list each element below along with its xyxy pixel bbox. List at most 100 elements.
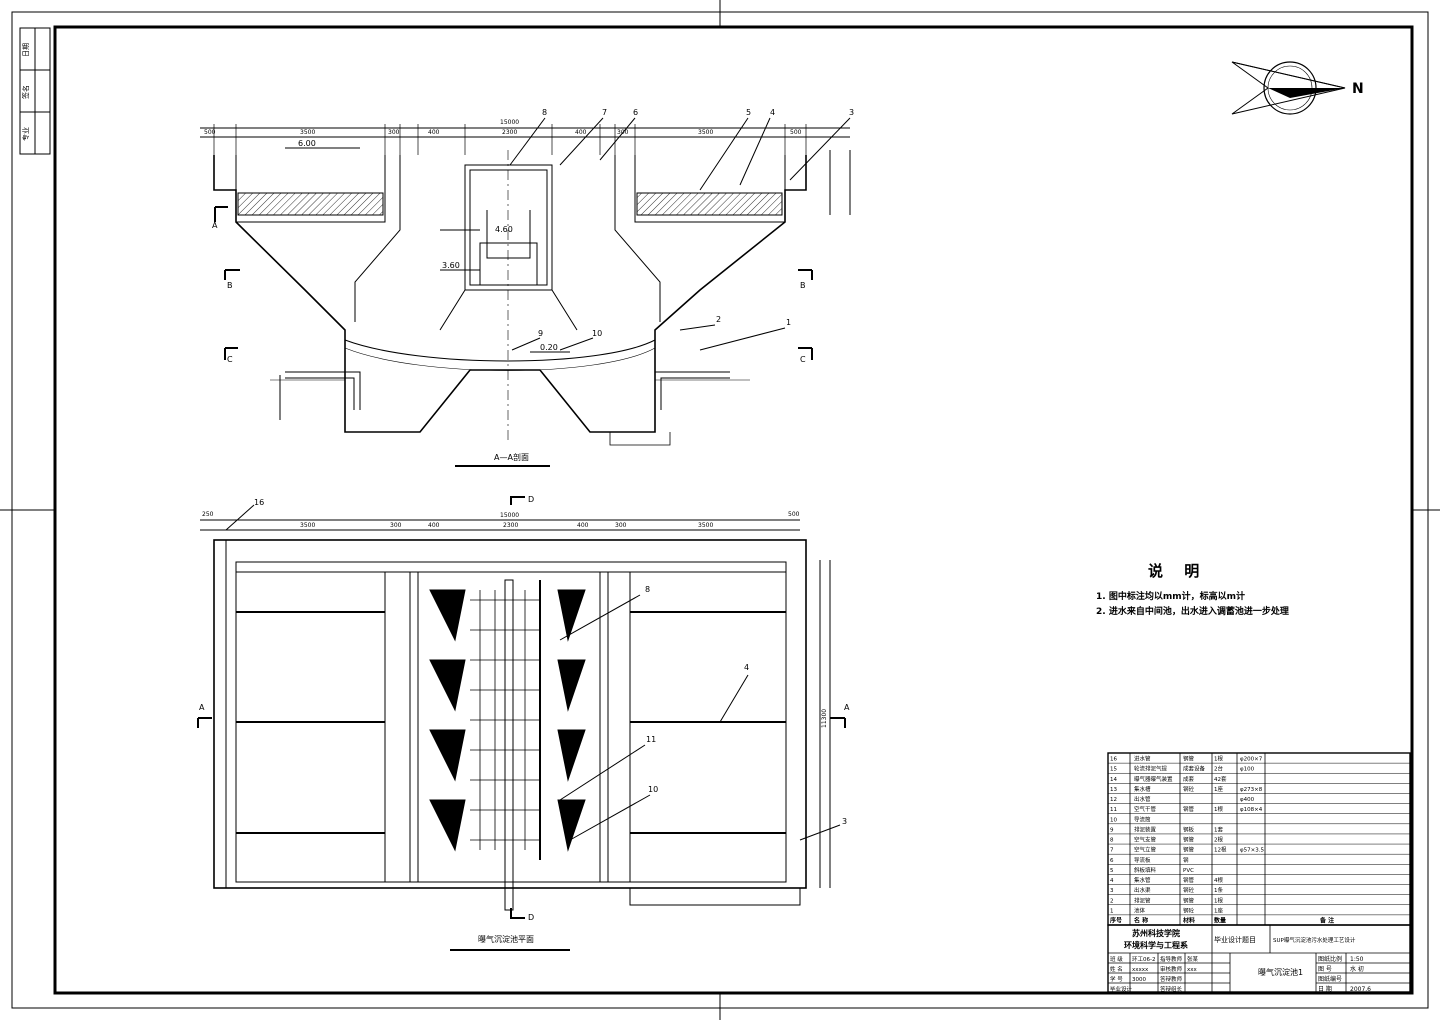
dim-text: 3500 [300,522,315,529]
title-block-cell: 学 号 [1110,975,1123,983]
drawing-name: 曝气沉淀池1 [1258,967,1303,977]
table-cell: 7 [1110,848,1114,854]
cut-label-b-right: B [800,281,806,290]
plan-title: 曝气沉淀池平面 [478,934,534,944]
dim-text: 500 [790,129,802,136]
title-block-cell: 水 初 [1350,965,1364,973]
table-cell: 12根 [1214,846,1227,854]
dim-text: 2300 [503,522,518,529]
table-cell: 1根 [1214,755,1223,763]
dim-text: 11300 [821,709,828,728]
elevation-label: 3.60 [442,261,460,270]
title-block-cell: 答辩教师 [1160,975,1183,983]
dim-text: 400 [428,129,440,136]
table-cell: 导流筒 [1134,815,1151,823]
table-cell: 钢砼 [1183,785,1195,793]
table-cell: 斜板填料 [1134,866,1157,874]
revision-strip: 日期 签名 专业 [19,27,51,155]
callout-number: 16 [254,498,264,507]
table-cell: 排泥管 [1134,896,1151,904]
dim-text: 2300 [502,129,517,136]
cut-label-a-right: A [844,703,850,712]
table-cell: 10 [1110,817,1117,823]
table-cell: φ100 [1240,767,1255,773]
school-name: 苏州科技学院 [1132,928,1180,938]
table-cell: 曝气器曝气装置 [1134,775,1173,783]
notes-block: 说 明 1. 图中标注均以mm计，标高以m计 2. 进水来自中间池，出水进入调蓄… [1096,560,1396,619]
note-item: 1. 图中标注均以mm计，标高以m计 [1096,592,1245,602]
table-cell: 4根 [1214,876,1223,884]
title-block-cell: 图纸比例 [1318,955,1342,963]
plan-cut-labels: A A D D [199,495,850,922]
table-cell: 1座 [1214,785,1223,793]
table-cell: 钢管 [1183,836,1195,844]
callout-number: 6 [633,108,638,117]
callout-number: 4 [770,108,775,117]
plan-callouts: 3 4 8 10 11 16 [254,498,847,826]
title-block-cell: 3000 [1132,977,1146,983]
table-cell: 轮流排泥气提 [1134,765,1168,773]
title-block [1107,924,1411,993]
table-cell: 1根 [1214,805,1223,813]
dim-text: 300 [617,129,629,136]
table-cell: 8 [1110,838,1114,844]
table-cell: 空气立管 [1134,846,1157,854]
table-cell: 出水管 [1134,795,1151,803]
table-cell: 出水渠 [1134,886,1151,894]
dim-text: 3500 [698,129,713,136]
table-cell: 9 [1110,827,1114,833]
cut-label-d-bottom: D [528,913,534,922]
dim-text: 400 [575,129,587,136]
title-block-cell: xxxxx [1132,967,1149,973]
table-cell: 12 [1110,797,1117,803]
dim-text: 250 [202,511,214,518]
note-item: 2. 进水来自中间池，出水进入调蓄池进一步处理 [1096,607,1289,617]
table-cell: 42套 [1214,775,1227,783]
table-cell: 2 [1110,898,1114,904]
outer-border [11,11,1429,1009]
callout-number: 3 [849,108,854,117]
dim-text: 400 [577,522,589,529]
callout-number: 10 [648,785,658,794]
table-cell: 1根 [1214,896,1223,904]
dim-text: 300 [390,522,402,529]
cut-label-a: A [199,703,205,712]
table-cell: 钢管 [1183,755,1195,763]
title-block-texts: 苏州科技学院 环境科学与工程系 毕业设计题目 SUP曝气沉淀池污水处理工艺设计 … [1124,928,1356,977]
callout-number: 10 [592,329,602,338]
plan-dim-texts: 250 3500 300 400 15000 2300 400 300 3500… [202,511,828,728]
callout-number: 1 [786,318,791,327]
north-arrow: N [1231,61,1364,115]
callout-number: 4 [744,663,749,672]
strip-label-1: 日期 [22,43,30,57]
section-title: A—A剖面 [494,452,529,462]
department-name: 环境科学与工程系 [1124,940,1188,950]
table-cell: 3 [1110,888,1114,894]
cut-label-c: C [227,355,233,364]
table-cell: 2台 [1214,765,1223,773]
table-cell: 钢管 [1183,846,1195,854]
table-header-cell: 材料 [1182,917,1195,925]
table-cell: 池体 [1134,906,1146,914]
title-block-cell: 图 号 [1318,966,1332,973]
section-cut-labels: A B B C C [212,221,806,364]
callout-number: 7 [602,108,607,117]
dim-text: 300 [615,522,627,529]
table-cell: 5 [1110,868,1114,874]
title-block-cell: 日 期 [1318,985,1332,993]
table-cell: PVC [1183,868,1194,874]
table-cell: 钢管 [1183,805,1195,813]
title-block-cell: 图纸编号 [1318,975,1342,983]
table-cell: 6 [1110,858,1114,864]
title-block-cell: 姓 名 [1110,965,1123,973]
table-cell: 钢砼 [1183,906,1195,914]
table-cell: 11 [1110,807,1117,813]
table-cell: 14 [1110,777,1117,783]
title-block-cell: 答辩组长 [1160,985,1183,993]
table-cell: 1座 [1214,906,1223,914]
table-cell: 钢管 [1183,896,1195,904]
dim-text: 500 [788,511,800,518]
dim-text: 400 [428,522,440,529]
table-cell: φ108×4 [1240,807,1263,813]
